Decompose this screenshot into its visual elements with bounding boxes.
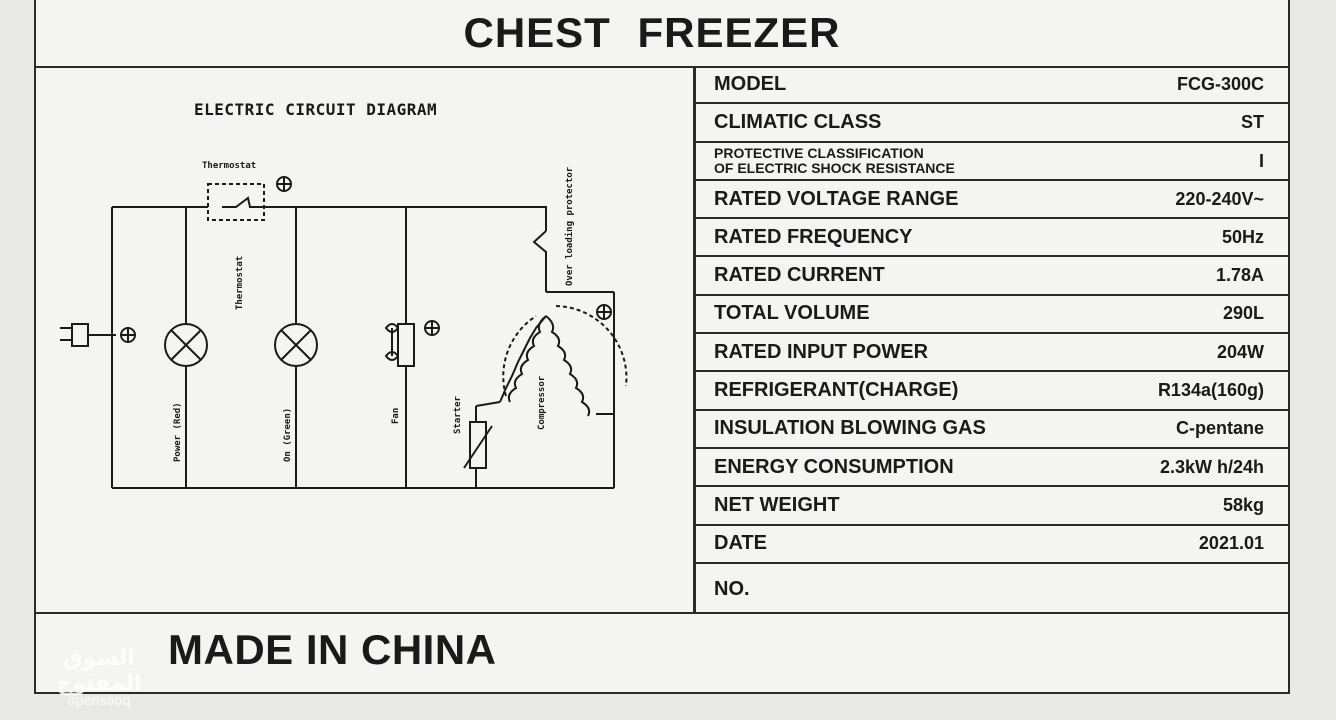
spec-row-voltage: RATED VOLTAGE RANGE 220-240V~ bbox=[696, 181, 1288, 220]
spec-value: 1.78A bbox=[1215, 265, 1264, 286]
spec-row-model: MODEL FCG-300C bbox=[696, 66, 1288, 105]
spec-value: 2.3kW h/24h bbox=[1159, 456, 1264, 477]
thermostat-icon bbox=[207, 183, 265, 221]
watermark-logo: السوق المفتوح opensooq bbox=[24, 646, 174, 709]
spec-value: 204W bbox=[1216, 341, 1264, 362]
spec-label: MODEL bbox=[714, 72, 787, 95]
starter-label: Starter bbox=[453, 395, 463, 434]
spec-table: MODEL FCG-300C CLIMATIC CLASS ST PROTECT… bbox=[696, 66, 1288, 616]
origin-bar: MADE IN CHINA bbox=[36, 612, 1288, 692]
power-label: Power (Red) bbox=[173, 402, 183, 462]
spec-value: 58kg bbox=[1222, 494, 1264, 515]
spec-value: R134a(160g) bbox=[1157, 380, 1264, 401]
compressor-dashed-arc bbox=[502, 315, 537, 397]
spec-value: 290L bbox=[1222, 303, 1264, 324]
spec-row-number: NO. bbox=[696, 564, 1288, 616]
spec-value: 50Hz bbox=[1221, 226, 1264, 247]
power-lamp-icon bbox=[164, 323, 208, 367]
spec-label-line-2: OF ELECTRIC SHOCK RESISTANCE bbox=[714, 159, 955, 176]
watermark-arabic: السوق المفتوح bbox=[56, 646, 142, 696]
rating-label: CHEST FREEZER ELECTRIC CIRCUIT DIAGRAM bbox=[34, 0, 1290, 694]
spec-row-volume: TOTAL VOLUME 290L bbox=[696, 296, 1288, 335]
spec-row-climatic-class: CLIMATIC CLASS ST bbox=[696, 104, 1288, 143]
spec-row-current: RATED CURRENT 1.78A bbox=[696, 257, 1288, 296]
watermark-latin: opensooq bbox=[67, 694, 131, 709]
circuit-diagram-panel: ELECTRIC CIRCUIT DIAGRAM bbox=[36, 66, 696, 612]
plug-icon bbox=[60, 323, 116, 347]
spec-value: C-pentane bbox=[1175, 418, 1264, 439]
spec-row-weight: NET WEIGHT 58kg bbox=[696, 487, 1288, 526]
diagram-title: ELECTRIC CIRCUIT DIAGRAM bbox=[194, 100, 438, 119]
top-wire-2 bbox=[262, 206, 547, 231]
thermostat-side-label: Thermostat bbox=[235, 256, 245, 310]
spec-label: ENERGY CONSUMPTION bbox=[714, 455, 954, 478]
title-bar: CHEST FREEZER bbox=[36, 0, 1288, 68]
fan-ground-icon bbox=[424, 320, 440, 336]
spec-label: RATED INPUT POWER bbox=[714, 340, 929, 363]
spec-value: ST bbox=[1240, 111, 1264, 132]
fan-label: Fan bbox=[391, 408, 401, 424]
on-label: On (Green) bbox=[283, 408, 293, 462]
ground-icon bbox=[120, 327, 136, 343]
compressor-label: Compressor bbox=[537, 375, 547, 430]
origin-text: MADE IN CHINA bbox=[168, 626, 497, 673]
spec-label: RATED CURRENT bbox=[714, 264, 885, 287]
spec-label: NET WEIGHT bbox=[714, 493, 840, 516]
compressor-ground-icon bbox=[596, 304, 612, 320]
spec-label: NO. bbox=[714, 578, 750, 601]
spec-row-protective-class: PROTECTIVE CLASSIFICATION OF ELECTRIC SH… bbox=[696, 143, 1288, 181]
spec-label: PROTECTIVE CLASSIFICATION OF ELECTRIC SH… bbox=[714, 146, 955, 175]
spec-label: RATED VOLTAGE RANGE bbox=[714, 187, 959, 210]
spec-label: RATED FREQUENCY bbox=[714, 225, 913, 248]
overload-protector-icon bbox=[532, 230, 547, 292]
protector-label: Over loading protector bbox=[564, 166, 575, 286]
fan-icon bbox=[397, 323, 415, 367]
compressor-icon bbox=[499, 315, 614, 417]
starter-icon bbox=[469, 421, 487, 469]
spec-row-refrigerant: REFRIGERANT(CHARGE) R134a(160g) bbox=[696, 372, 1288, 411]
spec-value: FCG-300C bbox=[1176, 73, 1264, 94]
spec-label: TOTAL VOLUME bbox=[714, 302, 870, 325]
spec-label-line-1: PROTECTIVE CLASSIFICATION bbox=[714, 145, 924, 162]
thermostat-top-label: Thermostat bbox=[202, 161, 256, 171]
spec-value: I bbox=[1258, 150, 1264, 171]
on-lamp-icon bbox=[274, 323, 318, 367]
spec-row-energy: ENERGY CONSUMPTION 2.3kW h/24h bbox=[696, 449, 1288, 488]
spec-label: CLIMATIC CLASS bbox=[714, 110, 882, 133]
spec-label: DATE bbox=[714, 532, 767, 555]
product-title: CHEST FREEZER bbox=[463, 9, 841, 56]
thermostat-ground-icon bbox=[276, 176, 292, 192]
spec-value: 220-240V~ bbox=[1175, 188, 1264, 209]
spec-label: INSULATION BLOWING GAS bbox=[714, 417, 986, 440]
spec-row-date: DATE 2021.01 bbox=[696, 526, 1288, 564]
circuit-diagram: Thermostat Thermostat Power (Red) On (Gr… bbox=[60, 161, 628, 489]
spec-value: 2021.01 bbox=[1198, 533, 1264, 554]
spec-row-input-power: RATED INPUT POWER 204W bbox=[696, 334, 1288, 373]
spec-row-blowing-gas: INSULATION BLOWING GAS C-pentane bbox=[696, 411, 1288, 449]
spec-row-frequency: RATED FREQUENCY 50Hz bbox=[696, 219, 1288, 258]
spec-label: REFRIGERANT(CHARGE) bbox=[714, 379, 959, 402]
